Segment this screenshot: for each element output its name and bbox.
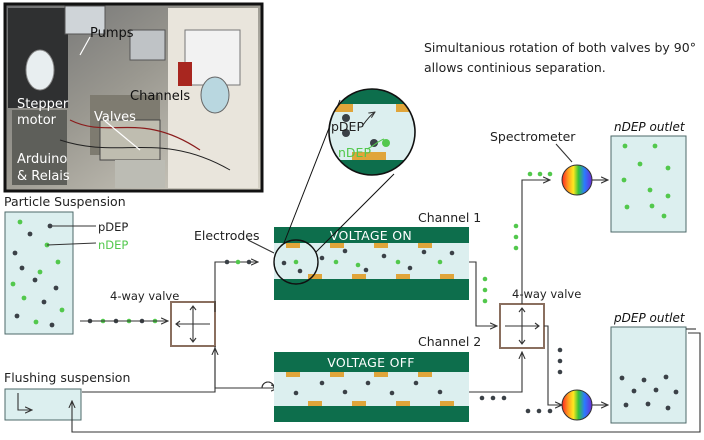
channel1-title: Channel 1: [418, 210, 481, 225]
photo-label-stepper: Stepper: [17, 97, 69, 112]
ndep-leader-line: [46, 242, 97, 246]
pdep-outlet-particles: [619, 374, 679, 411]
photo-label-valves: Valves: [94, 110, 136, 125]
spectrometer-leader-line: [555, 143, 573, 163]
right-valve-label: 4-way valve: [512, 287, 581, 301]
particle-legend-pdep: pDEP: [98, 220, 128, 234]
ndep-outlet-container: [610, 135, 687, 233]
zoom-connector-bottom: [315, 173, 395, 253]
channel2-to-valve-arrow: [469, 352, 522, 393]
valve-to-lower-spectrometer-arrow: [544, 325, 562, 405]
channel1-zoom-region: [273, 239, 319, 285]
channel2-banner: VOLTAGE OFF: [327, 355, 415, 370]
upper-spectrometer: [561, 164, 593, 196]
channel2-particles: [293, 380, 443, 396]
photo-label-channels: Channels: [130, 89, 190, 104]
zoom-label-ndep: nDEP: [338, 145, 371, 160]
photo-label-arduino: Arduino: [17, 152, 67, 167]
spectrometer-label: Spectrometer: [490, 129, 576, 144]
channel2-outflow-particles: [479, 395, 507, 401]
channel2-electrodes: [286, 372, 454, 406]
photo-label-pumps: Pumps: [90, 26, 134, 41]
valve-to-spectrometer-arrow: [521, 180, 550, 304]
rotation-note-line2: allows continious separation.: [424, 60, 606, 75]
setup-photo: Pumps Channels Stepper motor Valves Ardu…: [3, 2, 264, 193]
left-valve-label: 4-way valve: [110, 289, 179, 303]
rotation-note-line1: Simultanious rotation of both valves by …: [424, 40, 696, 55]
channel1: [274, 227, 469, 300]
lower-spectrometer-inflow-particles: [525, 347, 563, 414]
flushing-inlet-arrow: [17, 393, 32, 410]
channel1-to-valve-arrow: [469, 261, 497, 326]
pdep-outlet-container: [610, 326, 687, 424]
channel1-outflow-particles: [482, 276, 488, 304]
recirculation-arrow: [72, 332, 701, 433]
spectrometer-inflow-particles: [513, 171, 553, 251]
channel1-banner: VOLTAGE ON: [330, 228, 412, 243]
photo-label-motor: motor: [17, 113, 57, 128]
flushing-suspension-title: Flushing suspension: [4, 370, 130, 385]
electrodes-leader-line: [247, 239, 275, 254]
particle-legend-ndep: nDEP: [98, 238, 128, 252]
channel1-particles: [281, 248, 455, 274]
particle-suspension-title: Particle Suspension: [4, 194, 126, 209]
pdep-outlet-title: pDEP outlet: [613, 311, 686, 325]
photo-label-relais: & Relais: [17, 169, 70, 184]
electrodes-label: Electrodes: [194, 228, 260, 243]
valve-to-channel1-arrow: [214, 262, 258, 312]
channel1-electrodes: [286, 243, 454, 279]
channel2: [274, 352, 469, 422]
flushing-suspension-container: [4, 388, 82, 421]
channel2-title: Channel 2: [418, 334, 481, 349]
zoom-label-pdep: pDEP: [331, 119, 364, 134]
valve-to-channel2-arrow: [214, 346, 278, 388]
particle-suspension-particles: [10, 219, 65, 328]
ndep-outlet-particles: [621, 143, 671, 219]
ndep-outlet-title: nDEP outlet: [614, 120, 686, 134]
lower-spectrometer: [561, 389, 593, 421]
channel1-inflow-particles: [224, 259, 252, 265]
